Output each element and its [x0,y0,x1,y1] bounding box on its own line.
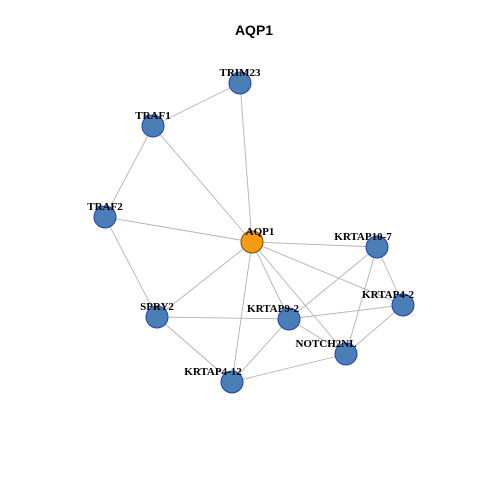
node-label-traf1: TRAF1 [135,110,170,122]
node-circle-spry2[interactable] [145,305,169,329]
edge-notch2nl-krtap4-12 [231,353,347,383]
edge-spry2-krtap4-12 [156,316,233,383]
edge-krtap10-7-krtap9-2 [288,246,378,320]
edge-trim23-traf1 [152,82,241,127]
node-spry2[interactable]: SPRY2 [140,301,174,329]
node-circle-krtap9-2[interactable] [277,307,301,331]
node-label-spry2: SPRY2 [140,301,174,313]
node-label-krtap4-2: KRTAP4-2 [362,289,414,301]
edge-krtap9-2-krtap4-12 [231,318,290,383]
edge-traf1-traf2 [104,125,154,218]
edge-aqp1-notch2nl [251,241,347,355]
edge-traf1-aqp1 [152,125,253,243]
edge-traf2-spry2 [104,216,158,318]
node-circle-krtap4-12[interactable] [220,370,244,394]
edge-krtap4-2-krtap9-2 [288,304,404,320]
edge-aqp1-krtap9-2 [251,241,290,320]
edge-aqp1-krtap10-7 [251,241,378,248]
edge-aqp1-krtap4-12 [231,241,253,383]
node-krtap4-2[interactable]: KRTAP4-2 [362,289,415,317]
edge-aqp1-spry2 [156,241,253,318]
node-trim23[interactable]: TRIM23 [220,67,261,95]
node-krtap9-2[interactable]: KRTAP9-2 [247,303,301,331]
node-label-aqp1: AQP1 [246,226,275,238]
edge-trim23-aqp1 [239,82,253,243]
node-layer: AQP1 TRIM23TRAF1TRAF2KRTAP10-7KRTAP4-2SPR… [87,67,415,394]
node-krtap4-12[interactable]: KRTAP4-12 [184,366,244,394]
edge-traf2-aqp1 [104,216,253,243]
node-label-traf2: TRAF2 [87,201,123,213]
graph-title: AQP1 [235,22,273,38]
node-circle-krtap4-2[interactable] [391,293,415,317]
node-krtap10-7[interactable]: KRTAP10-7 [334,231,392,259]
node-circle-traf2[interactable] [93,205,117,229]
node-label-notch2nl: NOTCH2NL [295,338,356,350]
node-circle-krtap10-7[interactable] [365,235,389,259]
edge-spry2-krtap9-2 [156,316,290,320]
node-aqp1[interactable]: AQP1 [240,226,275,254]
node-label-krtap4-12: KRTAP4-12 [184,366,242,378]
node-label-krtap10-7: KRTAP10-7 [334,231,392,243]
node-traf1[interactable]: TRAF1 [135,110,171,138]
node-traf2[interactable]: TRAF2 [87,201,123,229]
node-label-trim23: TRIM23 [220,67,261,79]
edge-layer [104,82,404,383]
node-circle-aqp1[interactable] [240,230,264,254]
node-circle-trim23[interactable] [228,71,252,95]
edge-krtap4-2-notch2nl [345,304,404,355]
node-label-krtap9-2: KRTAP9-2 [247,303,299,315]
node-circle-notch2nl[interactable] [334,342,358,366]
node-notch2nl[interactable]: NOTCH2NL [295,338,358,366]
edge-aqp1-krtap4-2 [251,241,404,306]
node-circle-traf1[interactable] [141,114,165,138]
edge-krtap10-7-notch2nl [345,246,378,355]
